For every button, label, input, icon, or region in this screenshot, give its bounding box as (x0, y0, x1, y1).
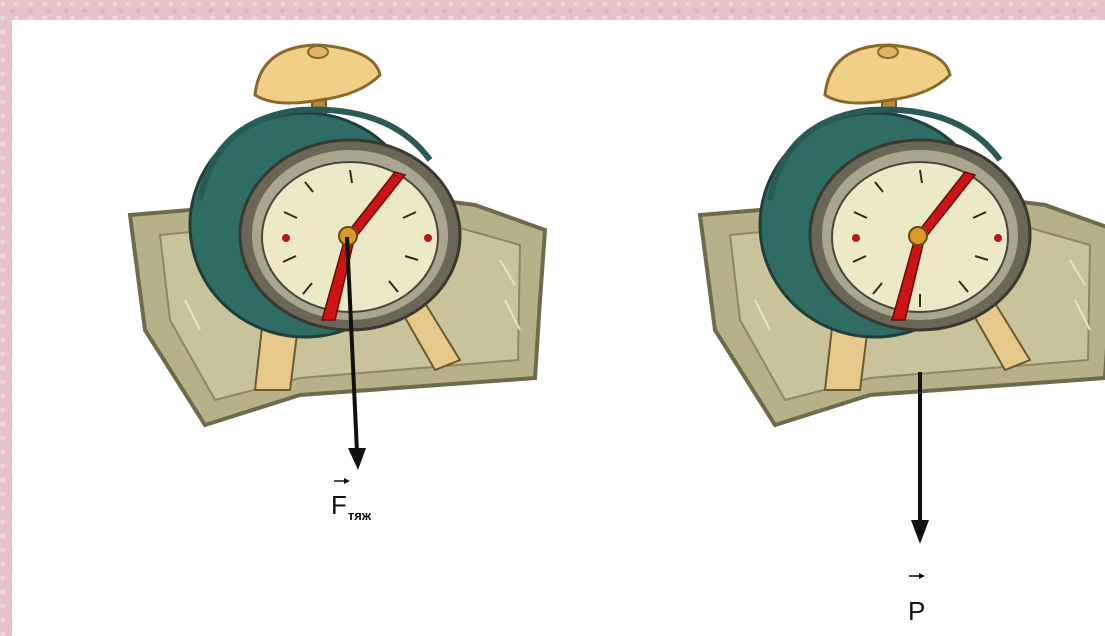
weight-force-arrow (911, 372, 929, 544)
weight-force-label: P (908, 596, 925, 627)
left-clock-illustration (130, 45, 545, 425)
weight-force-symbol: P (908, 596, 925, 626)
vector-mark-left (334, 478, 350, 484)
right-clock-illustration (700, 45, 1105, 425)
vector-mark-right (909, 573, 925, 579)
gravity-force-subscript: тяж (348, 508, 371, 523)
gravity-force-symbol: F (331, 490, 347, 520)
gravity-force-label: Fтяж (331, 490, 371, 521)
